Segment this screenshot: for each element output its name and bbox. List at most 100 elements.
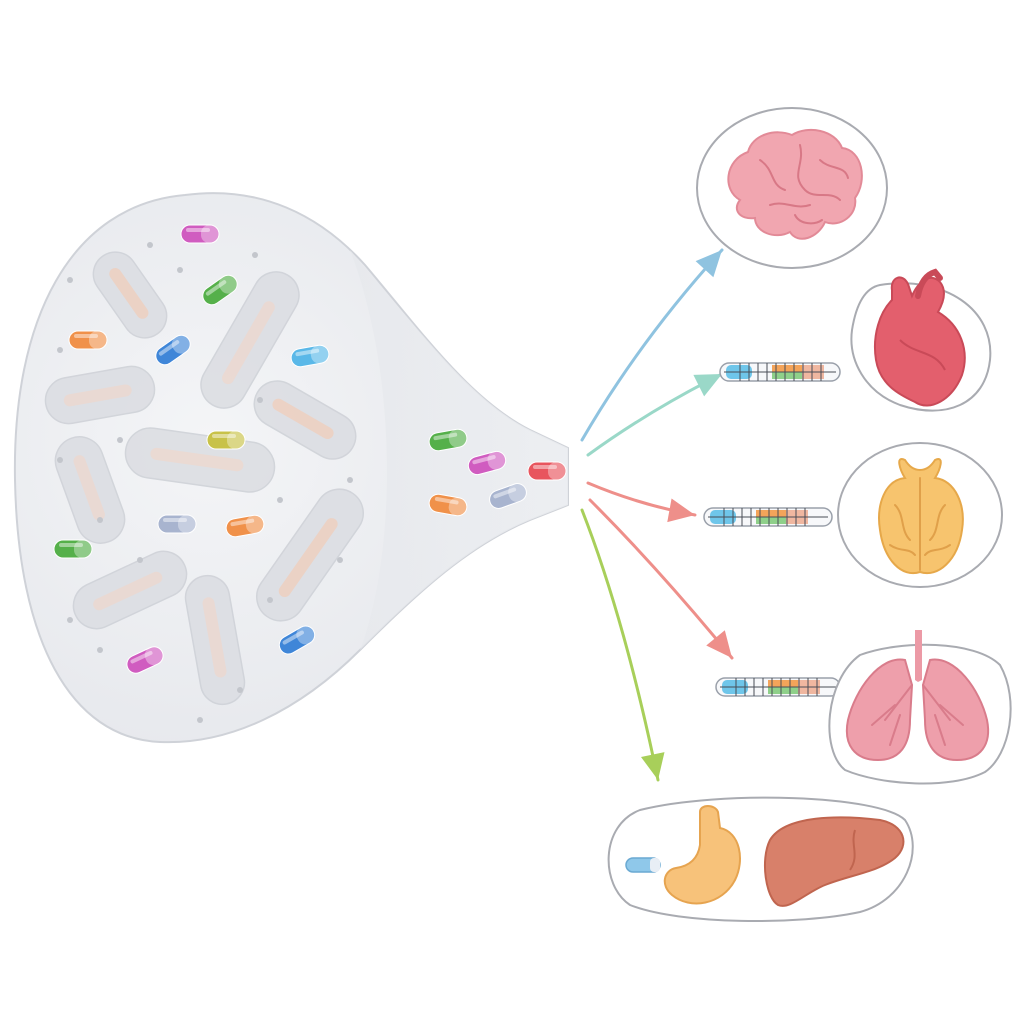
arrow-head (640, 752, 665, 780)
heart-bubble (850, 268, 992, 412)
arrow-shaft (588, 498, 734, 660)
brain-icon (727, 128, 863, 240)
capsule (68, 330, 108, 350)
capsule-half (487, 451, 506, 470)
capsule-shine (163, 518, 187, 522)
bacterium (255, 488, 365, 622)
capsule (290, 344, 330, 368)
capsule-shell (206, 430, 246, 450)
heart-icon (874, 268, 966, 407)
bacterium-core (63, 384, 132, 407)
arrow-head (706, 630, 732, 658)
bacterium-core (272, 398, 334, 440)
speckle (67, 617, 73, 623)
capsule (278, 625, 316, 655)
capsule-shell (53, 539, 93, 559)
sequence-strip (703, 507, 833, 527)
bacterium-core (109, 267, 149, 319)
sequence-strip (719, 362, 841, 382)
capsule (202, 274, 238, 306)
capsule-shell (527, 461, 567, 481)
bacterium (200, 271, 300, 409)
capsule-shell (225, 514, 265, 538)
arrow-head (695, 250, 722, 278)
capsule-shine (493, 487, 517, 499)
capsule (527, 461, 567, 481)
capsule-shine (59, 543, 83, 547)
capsule-half (448, 497, 468, 516)
funnel-neck-shade (350, 250, 568, 650)
bacterium-core (150, 447, 244, 472)
capsule-shell (68, 330, 108, 350)
gut-bubble (607, 796, 914, 923)
thyroid-bubble (837, 442, 1003, 588)
capsule-half (508, 483, 527, 502)
capsule (428, 493, 468, 517)
strip-segment (768, 680, 798, 687)
capsule (467, 450, 507, 476)
capsule-shine (212, 434, 236, 438)
capsule-shell (155, 334, 191, 366)
capsule-half (218, 274, 238, 294)
capsule-shell (467, 450, 507, 476)
speckle (67, 277, 73, 283)
strip-segment (756, 517, 786, 524)
capsule-shine (433, 432, 458, 441)
capsule-half (310, 345, 330, 364)
speckle (117, 437, 123, 443)
speckle (197, 717, 203, 723)
arrow-head (693, 374, 722, 397)
capsule-half (74, 540, 92, 558)
stomach-liver-icon (625, 805, 905, 907)
capsule-shine (74, 334, 98, 338)
bacterium (44, 365, 156, 425)
sequence-strip (715, 677, 841, 697)
capsule-shine (295, 348, 320, 357)
arrow-head (667, 498, 695, 523)
bacterium (184, 574, 246, 706)
capsule-half (245, 515, 265, 534)
lungs-icon (845, 630, 990, 762)
capsule (53, 539, 93, 559)
capsule-shine (205, 280, 227, 296)
capsule-half (448, 429, 468, 448)
capsule-shell (428, 493, 468, 517)
capsule-shell (157, 514, 197, 534)
speckle (277, 497, 283, 503)
capsule-shine (186, 228, 210, 232)
capsule-half (548, 462, 566, 480)
capsule-shine (434, 496, 459, 505)
capsule-shell (180, 224, 220, 244)
capsule-shine (158, 340, 180, 356)
speckle (147, 242, 153, 248)
capsule-shell (202, 274, 238, 306)
bacterium-core (222, 301, 275, 385)
capsule-shine (472, 455, 496, 465)
capsule-half (227, 431, 245, 449)
sequence-strip-group (703, 362, 841, 697)
speckle (137, 557, 143, 563)
capsule (489, 483, 527, 509)
capsule-half (171, 334, 191, 354)
lungs-bubble (828, 630, 1012, 785)
capsule-half (178, 515, 196, 533)
strip-segment (768, 687, 798, 694)
speckle (267, 597, 273, 603)
bacteria-group (44, 251, 365, 706)
capsule-shell (489, 483, 527, 509)
bacterium (72, 550, 188, 630)
capsule (180, 224, 220, 244)
capsule (157, 514, 197, 534)
speckle (347, 477, 353, 483)
capsule (206, 430, 246, 450)
capsule (428, 428, 468, 452)
arrow-group (580, 248, 734, 782)
strip-segment (772, 372, 802, 379)
capsule-shell (290, 344, 330, 368)
bacterium-core (93, 571, 163, 611)
capsule-group (53, 224, 567, 674)
speckle (97, 517, 103, 523)
arrow-shaft (580, 508, 660, 782)
